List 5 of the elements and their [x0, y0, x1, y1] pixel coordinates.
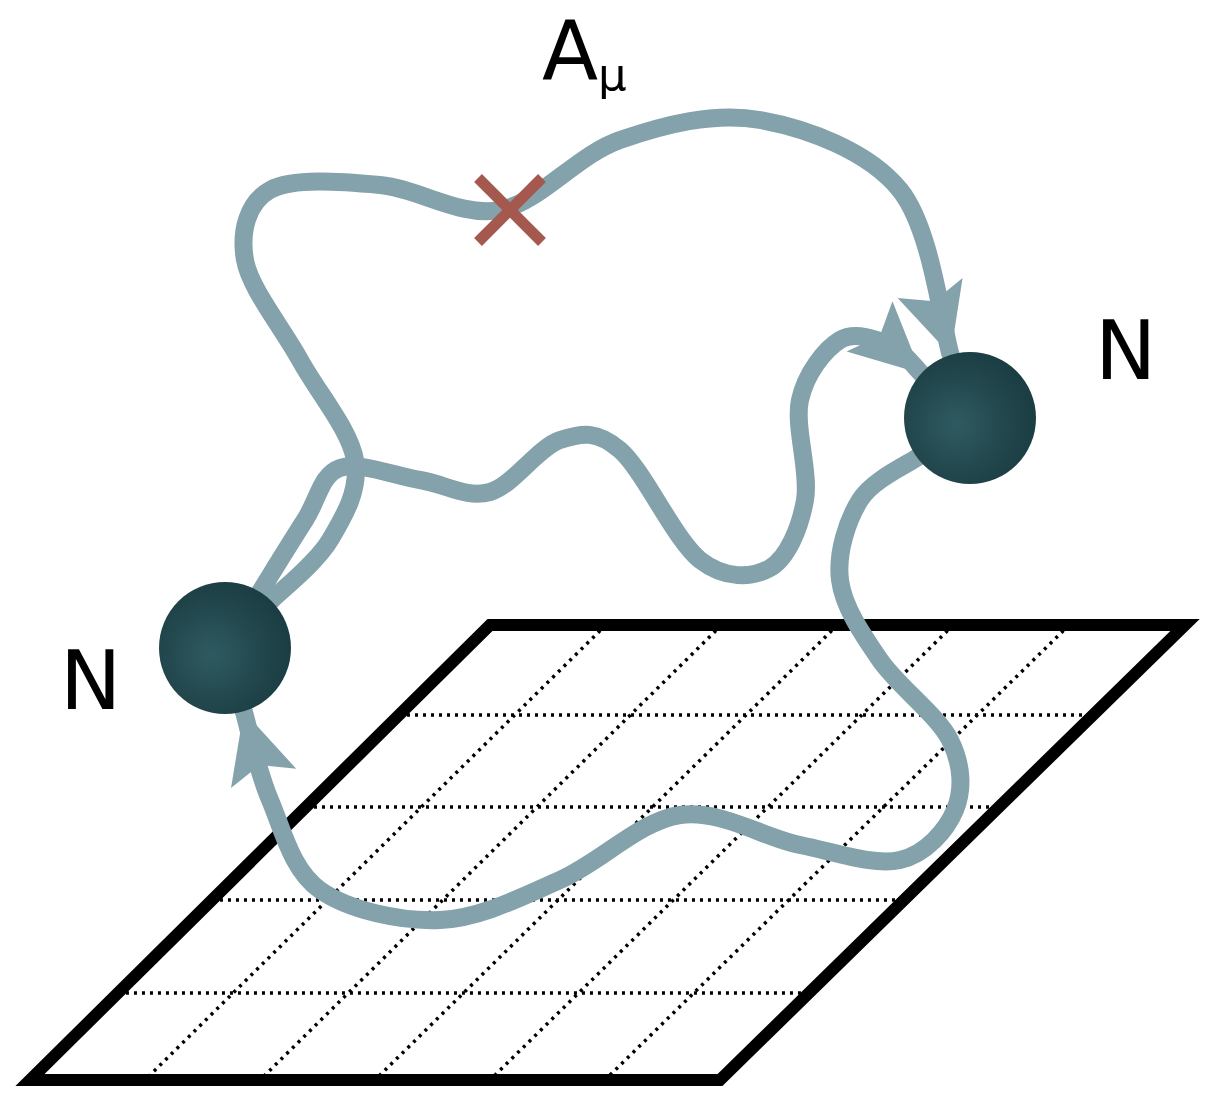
nucleon-label: N: [1095, 310, 1157, 392]
propagator-line: [229, 448, 970, 930]
propagator-line: [234, 108, 966, 610]
nucleon-label: N: [60, 640, 122, 722]
field-symbol: A$_{μ}$: [542, 10, 627, 98]
